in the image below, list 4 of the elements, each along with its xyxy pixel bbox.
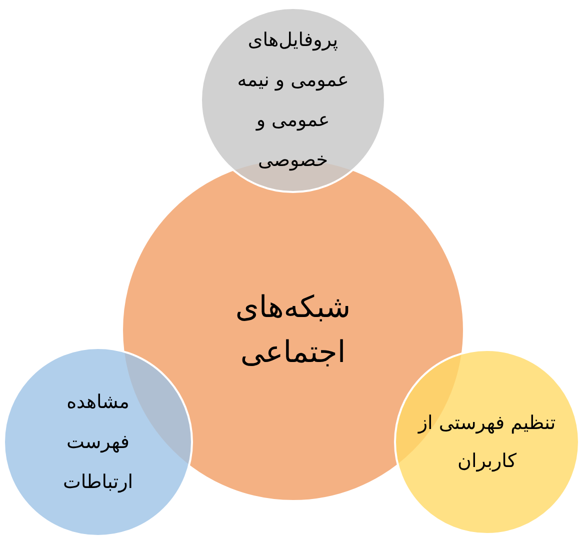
circle-label: پروفایل‌های عمومی و نیمه عمومی و خصوصی [236,28,350,173]
circle-label: مشاهده فهرست ارتباطات [62,390,134,495]
circle-label: شبکه‌های اجتماعی [234,289,352,372]
circle-label: تنظیم فهرستی از کاربران [417,411,557,474]
